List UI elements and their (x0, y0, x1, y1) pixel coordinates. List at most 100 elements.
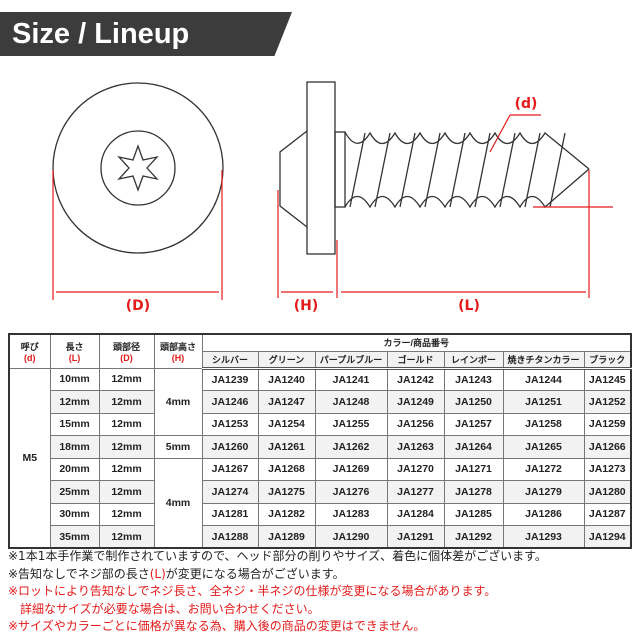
header-color: グリーン (257, 350, 316, 370)
cell-product-code: JA1280 (583, 480, 632, 504)
cell-length: 18mm (49, 435, 100, 459)
header-head-diameter: 頭部径(D) (98, 333, 155, 369)
cell-product-code: JA1263 (386, 435, 445, 459)
header-color: シルバー (201, 350, 259, 370)
cell-product-code: JA1242 (386, 367, 445, 391)
cell-product-code: JA1293 (502, 525, 585, 549)
cell-length: 30mm (49, 502, 100, 526)
cell-product-code: JA1282 (257, 502, 316, 526)
note-warning: ※サイズやカラーごとに価格が異なる為、購入後の商品の変更はできません。 (8, 619, 426, 633)
cell-product-code: JA1277 (386, 480, 445, 504)
cell-product-code: JA1272 (502, 457, 585, 481)
header-head-height: 頭部高さ(H) (153, 333, 203, 369)
header-color: ブラック (583, 350, 632, 370)
cell-product-code: JA1248 (314, 390, 388, 414)
cell-product-code: JA1258 (502, 412, 585, 436)
cell-product-code: JA1247 (257, 390, 316, 414)
note-warning: ※ロットにより告知なしでネジ長さ、全ネジ・半ネジの仕様が変更になる場合があります… (8, 584, 497, 598)
cell-product-code: JA1279 (502, 480, 585, 504)
cell-product-code: JA1294 (583, 525, 632, 549)
cell-product-code: JA1267 (201, 457, 259, 481)
cell-product-code: JA1264 (443, 435, 504, 459)
cell-product-code: JA1273 (583, 457, 632, 481)
cell-product-code: JA1259 (583, 412, 632, 436)
cell-product-code: JA1270 (386, 457, 445, 481)
header-color: パープルブルー (314, 350, 388, 370)
header-color: レインボー (443, 350, 504, 370)
notes: ※1本1本手作業で制作されていますので、ヘッド部分の削りやサイズ、着色に個体差が… (8, 548, 547, 636)
cell-product-code: JA1271 (443, 457, 504, 481)
dimension-lines (52, 114, 613, 300)
cell-length: 25mm (49, 480, 100, 504)
cell-product-code: JA1265 (502, 435, 585, 459)
cell-head-height: 4mm (153, 457, 203, 549)
lineup-table: 呼び(d) 長さ(L) 頭部径(D) 頭部高さ(H) カラー/商品番号 シルバー… (8, 333, 632, 549)
cell-product-code: JA1292 (443, 525, 504, 549)
side-view (279, 81, 590, 255)
cell-product-code: JA1250 (443, 390, 504, 414)
header-length: 長さ(L) (49, 333, 100, 369)
cell-length: 12mm (49, 390, 100, 414)
cell-head-diameter: 12mm (98, 367, 155, 391)
cell-product-code: JA1243 (443, 367, 504, 391)
cell-head-diameter: 12mm (98, 412, 155, 436)
cell-product-code: JA1281 (201, 502, 259, 526)
cell-product-code: JA1240 (257, 367, 316, 391)
cell-length: 20mm (49, 457, 100, 481)
note-warning: 詳細なサイズが必要な場合は、お問い合わせください。 (20, 601, 320, 616)
cell-head-diameter: 12mm (98, 435, 155, 459)
cell-head-height: 5mm (153, 435, 203, 459)
cell-product-code: JA1278 (443, 480, 504, 504)
cell-product-code: JA1283 (314, 502, 388, 526)
cell-head-diameter: 12mm (98, 457, 155, 481)
cell-head-height: 4mm (153, 367, 203, 436)
cell-length: 10mm (49, 367, 100, 391)
cell-product-code: JA1287 (583, 502, 632, 526)
cell-product-code: JA1285 (443, 502, 504, 526)
header-nominal: 呼び(d) (8, 333, 51, 369)
header-color: ゴールド (386, 350, 445, 370)
cell-nominal: M5 (8, 367, 51, 549)
header-color: 焼きチタンカラー (502, 350, 585, 370)
screw-diagram: (D) (H) (L) (d) (52, 81, 613, 314)
cell-product-code: JA1246 (201, 390, 259, 414)
cell-head-diameter: 12mm (98, 390, 155, 414)
note: ※1本1本手作業で制作されていますので、ヘッド部分の削りやサイズ、着色に個体差が… (8, 549, 547, 563)
cell-product-code: JA1284 (386, 502, 445, 526)
cell-product-code: JA1253 (201, 412, 259, 436)
label-D: (D) (126, 298, 150, 314)
cell-product-code: JA1286 (502, 502, 585, 526)
cell-product-code: JA1269 (314, 457, 388, 481)
front-view (52, 82, 224, 254)
cell-product-code: JA1249 (386, 390, 445, 414)
note: ※告知なしでネジ部の長さ(L)が変更になる場合がございます。 (8, 566, 345, 581)
cell-product-code: JA1291 (386, 525, 445, 549)
cell-product-code: JA1274 (201, 480, 259, 504)
cell-head-diameter: 12mm (98, 525, 155, 549)
cell-product-code: JA1276 (314, 480, 388, 504)
cell-product-code: JA1241 (314, 367, 388, 391)
cell-product-code: JA1266 (583, 435, 632, 459)
screw-threads (344, 131, 590, 209)
cell-product-code: JA1239 (201, 367, 259, 391)
cell-product-code: JA1289 (257, 525, 316, 549)
cell-head-diameter: 12mm (98, 480, 155, 504)
cell-product-code: JA1261 (257, 435, 316, 459)
cell-product-code: JA1275 (257, 480, 316, 504)
cell-product-code: JA1290 (314, 525, 388, 549)
cell-product-code: JA1254 (257, 412, 316, 436)
cell-length: 35mm (49, 525, 100, 549)
torx-icon (117, 144, 159, 192)
cell-product-code: JA1288 (201, 525, 259, 549)
label-L: (L) (458, 298, 480, 314)
cell-product-code: JA1251 (502, 390, 585, 414)
cell-product-code: JA1256 (386, 412, 445, 436)
cell-head-diameter: 12mm (98, 502, 155, 526)
cell-product-code: JA1268 (257, 457, 316, 481)
